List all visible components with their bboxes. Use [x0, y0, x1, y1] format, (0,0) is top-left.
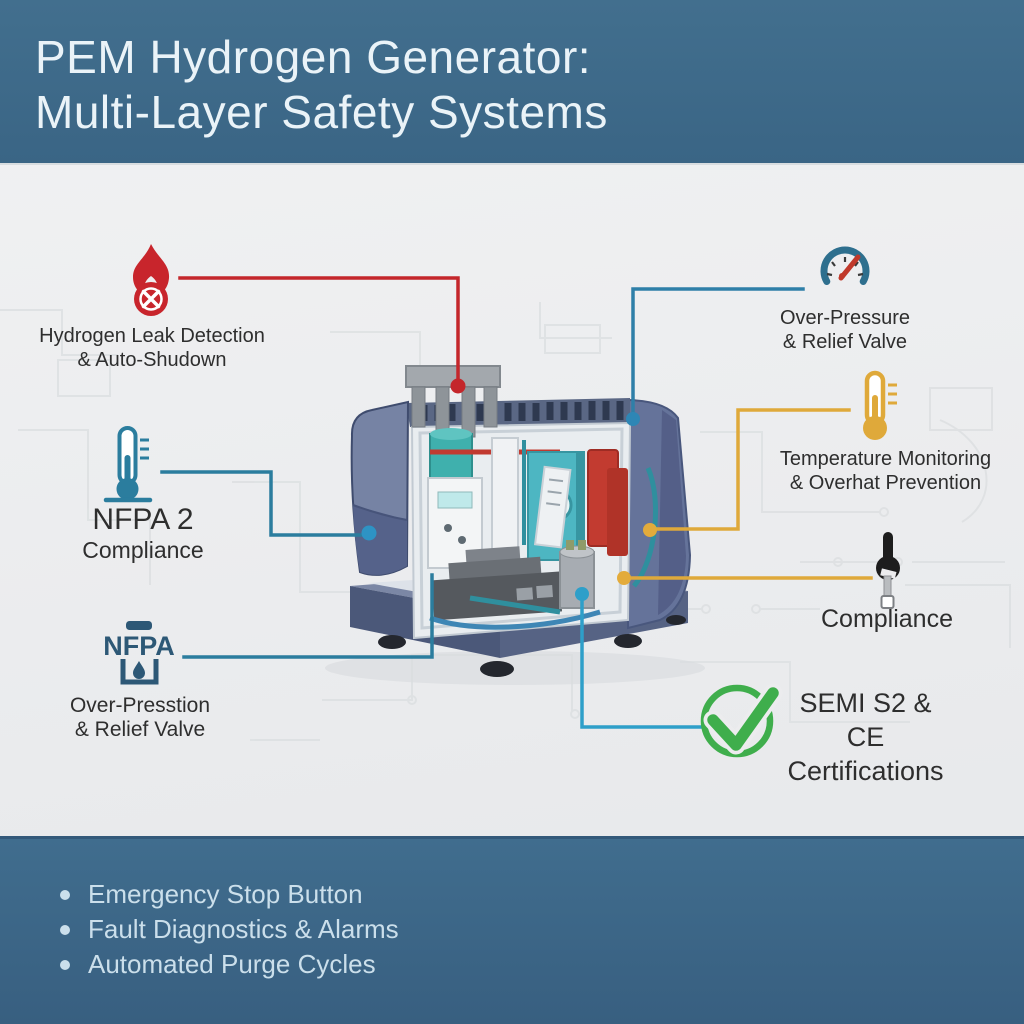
overpressure-label-line1: Over-Pressure — [779, 307, 911, 329]
footer-bullet-text-1: Emergency Stop Button — [88, 879, 363, 909]
footer-bullet-text-2: Fault Diagnostics & Alarms — [88, 914, 399, 944]
nfpa2-label-line2: Compliance — [82, 537, 204, 563]
footer-bullet-item: Emergency Stop Button — [60, 877, 399, 912]
certifications-connector-dot — [575, 587, 589, 601]
wrench-connector-dot — [617, 571, 631, 585]
leak-connector-line — [178, 276, 460, 382]
footer-bullet-item: Fault Diagnostics & Alarms — [60, 912, 399, 947]
certifications-connector-line — [580, 594, 703, 729]
callout-overpressure-label: Over-Pressure & Relief Valve — [745, 306, 945, 354]
certifications-label-line1: SEMI S2 & CE — [799, 688, 932, 752]
nfpa2-connector-line — [160, 470, 364, 537]
nfpa-droplet-icon: NFPA — [103, 621, 175, 685]
footer-bullet-text-3: Automated Purge Cycles — [88, 949, 376, 979]
callout-nfpa2-label: NFPA 2 Compliance — [53, 503, 233, 564]
check-circle-icon — [700, 683, 783, 758]
overpressure-connector-line — [631, 287, 805, 415]
callout-nfpa-label: Over-Presstion & Relief Valve — [40, 694, 240, 742]
gauge-icon — [820, 246, 870, 285]
callout-leak-label: Hydrogen Leak Detection & Auto-Shudown — [32, 324, 272, 372]
overpressure-label-line2: & Relief Valve — [782, 331, 908, 353]
wrench-icon — [876, 532, 900, 609]
thermometer-icon — [103, 426, 153, 503]
leak-label-line1: Hydrogen Leak Detection — [39, 325, 265, 347]
nfpa2-connector-dot — [361, 525, 377, 541]
nfpa2-label-line1: NFPA 2 — [92, 503, 194, 536]
temperature-connector-dot — [643, 523, 657, 537]
certifications-label-line2: Certifications — [787, 756, 944, 786]
nfpa-label-line2: & Relief Valve — [74, 718, 206, 741]
wrench-label-line1: Compliance — [820, 605, 953, 633]
footer-band: Emergency Stop Button Fault Diagnostics … — [0, 836, 1024, 1024]
flame-prohibited-icon — [133, 244, 170, 316]
nfpa-label-line1: Over-Presstion — [69, 694, 211, 717]
svg-text:NFPA: NFPA — [103, 631, 175, 661]
bullet-dot — [60, 959, 70, 970]
overpressure-connector-dot — [626, 412, 640, 426]
background-schematic — [0, 302, 1011, 741]
header-band: PEM Hydrogen Generator: Multi-Layer Safe… — [0, 0, 1024, 163]
footer-bullet-list: Emergency Stop Button Fault Diagnostics … — [60, 877, 399, 982]
temperature-label-line1: Temperature Monitoring — [779, 448, 992, 470]
bullet-dot — [60, 924, 70, 935]
callout-wrench-label: Compliance — [787, 605, 987, 633]
footer-bullet-item: Automated Purge Cycles — [60, 947, 399, 982]
bullet-dot — [60, 889, 70, 900]
page-title-line2: Multi-Layer Safety Systems — [35, 86, 608, 138]
page-title-line1: PEM Hydrogen Generator: — [35, 31, 592, 83]
temperature-connector-line — [653, 408, 851, 531]
callout-certifications-label: SEMI S2 & CE Certifications — [778, 686, 953, 788]
thermometer-yellow-icon — [863, 370, 897, 440]
connector-lines — [160, 276, 873, 729]
page-title: PEM Hydrogen Generator: Multi-Layer Safe… — [35, 30, 608, 140]
leak-connector-dot — [450, 378, 466, 394]
nfpa-connector-line — [182, 573, 434, 659]
temperature-label-line2: & Overhat Prevention — [789, 472, 982, 494]
callout-temperature-label: Temperature Monitoring & Overhat Prevent… — [763, 447, 1008, 495]
leak-label-line2: & Auto-Shudown — [77, 349, 227, 371]
